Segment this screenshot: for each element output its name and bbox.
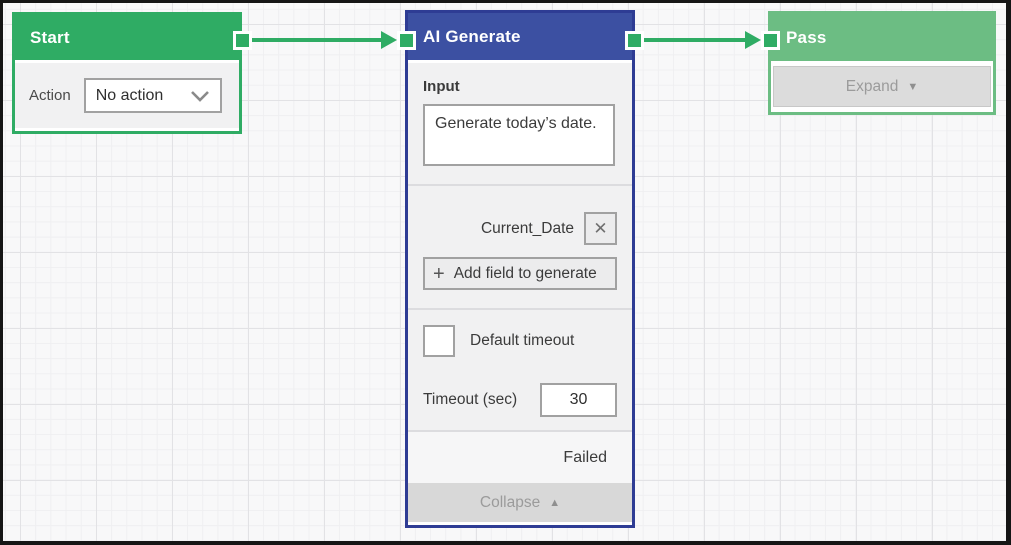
- timeout-row: Timeout (sec): [423, 383, 617, 417]
- node-pass-body: Expand ▼: [771, 64, 993, 109]
- action-dropdown-value: No action: [95, 86, 164, 104]
- close-icon: ✕: [593, 218, 608, 238]
- triangle-up-icon: ▲: [549, 496, 561, 509]
- node-start-body: Action No action: [15, 63, 239, 128]
- section-divider: [408, 308, 632, 310]
- status-row: Failed: [408, 432, 632, 483]
- node-pass-header[interactable]: Pass: [771, 14, 993, 64]
- default-timeout-row: Default timeout: [423, 325, 617, 357]
- collapse-button-label: Collapse: [479, 493, 541, 511]
- connector-port-ai-out[interactable]: [625, 31, 644, 50]
- input-label: Input: [423, 78, 460, 95]
- connector-port-start-out[interactable]: [233, 31, 252, 50]
- node-ai-generate-body: Input Generate today’s date. Current_Dat…: [408, 63, 632, 522]
- node-ai-generate-title: AI Generate: [423, 26, 521, 46]
- field-chip-row: Current_Date ✕: [423, 212, 617, 245]
- section-divider: [408, 184, 632, 186]
- connector-port-pass-in[interactable]: [761, 31, 780, 50]
- arrowhead-icon: [381, 31, 397, 49]
- add-field-button[interactable]: + Add field to generate: [423, 257, 617, 290]
- triangle-down-icon: ▼: [907, 80, 919, 93]
- default-timeout-label: Default timeout: [470, 332, 575, 349]
- expand-button[interactable]: Expand ▼: [773, 66, 991, 107]
- remove-field-button[interactable]: ✕: [584, 212, 617, 245]
- action-label: Action: [29, 87, 71, 104]
- node-pass-title: Pass: [786, 27, 827, 47]
- node-start-title: Start: [30, 27, 70, 47]
- timeout-input[interactable]: [540, 383, 617, 417]
- default-timeout-checkbox[interactable]: [423, 325, 455, 357]
- field-chip-label: Current_Date: [480, 219, 574, 237]
- input-textarea[interactable]: Generate today’s date.: [423, 104, 615, 166]
- edge-ai-to-pass: [644, 38, 745, 42]
- node-pass[interactable]: Pass Expand ▼: [768, 11, 996, 115]
- node-ai-generate-header[interactable]: AI Generate: [408, 13, 632, 63]
- edge-start-to-ai: [252, 38, 381, 42]
- connector-port-ai-in[interactable]: [397, 31, 416, 50]
- status-badge: Failed: [563, 448, 607, 466]
- node-start-header[interactable]: Start: [15, 15, 239, 63]
- expand-button-label: Expand: [845, 77, 899, 95]
- node-ai-generate[interactable]: AI Generate Input Generate today’s date.…: [405, 10, 635, 528]
- plus-icon: +: [433, 262, 445, 285]
- timeout-section: Default timeout Timeout (sec): [408, 310, 632, 430]
- arrowhead-icon: [745, 31, 761, 49]
- action-dropdown[interactable]: No action: [83, 78, 222, 113]
- input-section: Input Generate today’s date.: [408, 63, 632, 184]
- timeout-label: Timeout (sec): [423, 391, 518, 408]
- chevron-down-icon: [190, 90, 210, 102]
- collapse-button[interactable]: Collapse ▲: [408, 483, 632, 522]
- node-start[interactable]: Start Action No action: [12, 12, 242, 134]
- section-divider: [408, 430, 632, 432]
- add-field-button-label: Add field to generate: [453, 264, 597, 282]
- fields-section: Current_Date ✕ + Add field to generate: [408, 186, 632, 308]
